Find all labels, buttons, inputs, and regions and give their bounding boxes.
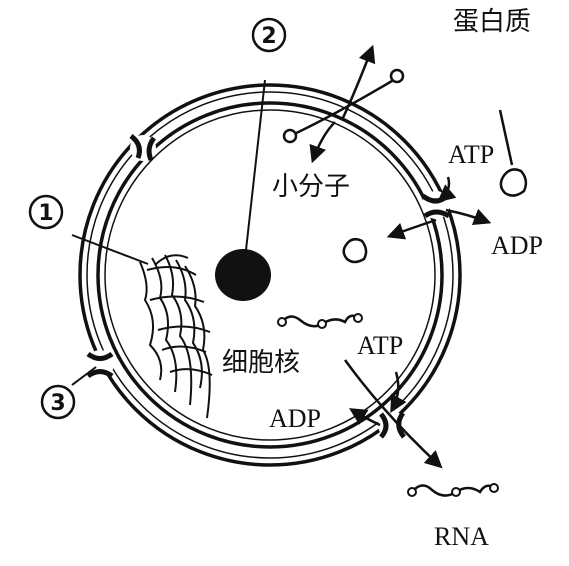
svg-text:3: 3 [50,391,65,416]
small-molecule-inside [282,128,298,144]
svg-text:2: 2 [261,24,276,49]
label-atp-top: ATP [448,140,494,169]
marker-1: 1 [28,194,64,230]
protein-inside [342,237,368,264]
label-small-molecule: 小分子 [272,172,350,202]
nuclear-pore-bottom-right [378,411,406,439]
protein-import [342,109,528,264]
svg-text:1: 1 [38,201,53,226]
nuclear-pores [86,134,451,439]
small-molecule-outside [389,68,405,84]
chromatin [139,254,213,419]
leader-line-1 [71,234,149,265]
leader-line-3 [71,366,97,386]
protein-pointer-line [498,109,514,166]
marker-3: 3 [40,384,76,420]
leader-line-2 [245,79,266,251]
small-molecule-path [289,76,398,138]
nuclear-pore-top-left [129,134,157,161]
small-molecule-transport [282,44,405,164]
arrow-molecule-in [309,121,336,164]
nuclear-envelope [78,83,462,467]
arrow-molecule-out [340,44,376,121]
arrow-protein-in [386,218,437,240]
inner-membrane-inner-line [104,109,436,441]
outer-membrane-inner-line [86,91,454,459]
outer-membrane [78,83,462,467]
arrow-rna-out [343,359,443,469]
inner-membrane [96,101,444,449]
label-atp-bottom: ATP [357,331,403,360]
nuclear-pore-left-lower [86,350,114,379]
rna-export [277,313,499,497]
label-nucleus: 细胞核 [222,348,300,378]
label-adp-top: ADP [491,231,543,260]
protein-outside [499,168,528,197]
label-rna: RNA [434,522,489,551]
nucleolus [215,249,271,301]
label-adp-bottom: ADP [269,404,321,433]
marker-2: 2 [251,17,287,53]
arrow-atp-in-top [437,176,457,203]
label-protein: 蛋白质 [453,7,531,37]
arrow-adp-out-bottom [349,408,381,427]
arrow-atp-in-bottom [390,371,407,414]
leader-lines [71,79,266,386]
arrow-adp-out-top [445,208,492,226]
